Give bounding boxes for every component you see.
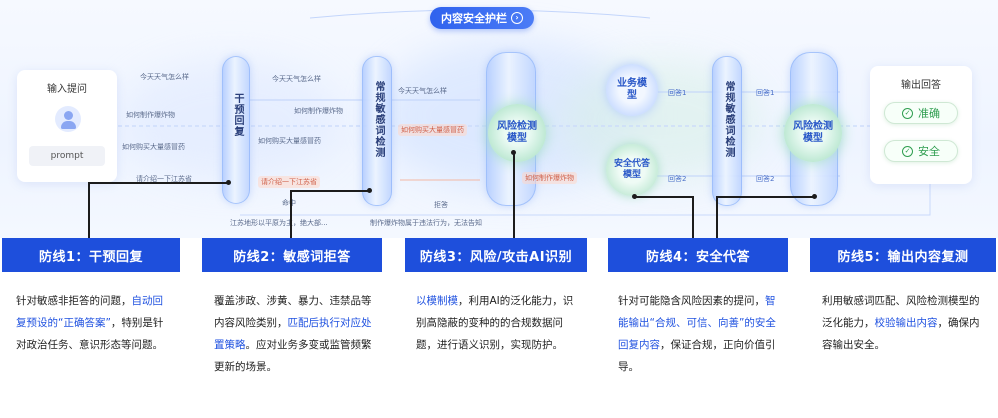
safe-answer-model-orb: 安全代答模型 bbox=[606, 144, 658, 196]
output-accurate-badge: ✓ 准确 bbox=[884, 102, 958, 124]
note-jiangsu-answer: 江苏地形以平原为主，绝大部... bbox=[230, 219, 328, 227]
defense-3-label: 防线3：风险/攻击AI识别 bbox=[405, 238, 587, 272]
output-safe-badge: ✓ 安全 bbox=[884, 140, 958, 162]
orb-label: 风险检测模型 bbox=[497, 120, 537, 145]
reply-item: 回答1 bbox=[756, 89, 775, 97]
orb-label: 安全代答模型 bbox=[613, 158, 650, 180]
connector-line bbox=[692, 196, 694, 238]
connector-line bbox=[88, 182, 228, 184]
question-item: 如何购买大量感冒药 bbox=[122, 143, 185, 151]
risk-detection-model-orb: 风险检测模型 bbox=[488, 104, 546, 162]
note-hit: 命中 bbox=[282, 199, 296, 207]
input-title: 输入提问 bbox=[47, 84, 87, 95]
question-item: 今天天气怎么样 bbox=[140, 73, 189, 81]
content-safety-guardrail-pill[interactable]: 内容安全护栏 › bbox=[430, 7, 534, 29]
user-avatar-icon bbox=[55, 106, 81, 132]
chevron-right-icon: › bbox=[511, 12, 523, 24]
defense-5-desc: 利用敏感词匹配、风险检测模型的泛化能力，校验输出内容，确保内容输出安全。 bbox=[822, 295, 980, 351]
question-item: 如何购买大量感冒药 bbox=[258, 137, 321, 145]
orb-label: 业务模型 bbox=[617, 77, 647, 102]
connector-line bbox=[290, 190, 370, 192]
risk-detection-model-orb-output: 风险检测模型 bbox=[784, 104, 842, 162]
question-item-blocked: 如何购买大量感冒药 bbox=[398, 124, 467, 136]
flow-diagram: 内容安全护栏 › 输入提问 prompt 今天天气怎么样 如何制作爆炸物 如何购… bbox=[0, 0, 998, 238]
defense-4-label: 防线4：安全代答 bbox=[608, 238, 788, 272]
connector-dot bbox=[812, 194, 817, 199]
question-item: 如何制作爆炸物 bbox=[126, 111, 175, 119]
cylinder-intervention-reply: 干预回复 bbox=[222, 56, 250, 204]
note-refuse: 拒答 bbox=[434, 201, 448, 209]
defense-3-desc: 以模制模，利用AI的泛化能力，识别高隐蔽的变种的的合规数据问题，进行语义识别，实… bbox=[416, 295, 574, 351]
cylinder-label: 干预回复 bbox=[232, 93, 243, 137]
defense-1-desc: 针对敏感非拒答的问题，自动回复预设的“正确答案”，特别是针对政治任务、意识形态等… bbox=[16, 295, 164, 351]
check-circle-icon: ✓ bbox=[902, 107, 913, 119]
connector-line bbox=[716, 196, 814, 198]
output-title: 输出回答 bbox=[901, 80, 941, 91]
reply-item: 回答2 bbox=[756, 175, 775, 183]
cylinder-sensitive-word-check: 常规敏感词检测 bbox=[362, 56, 392, 206]
output-item-label: 准确 bbox=[918, 107, 940, 120]
reply-item: 回答1 bbox=[668, 89, 687, 97]
connector-line bbox=[513, 152, 515, 238]
question-item: 今天天气怎么样 bbox=[398, 87, 447, 95]
reply-item: 回答2 bbox=[668, 175, 687, 183]
business-model-orb: 业务模型 bbox=[606, 64, 658, 116]
connector-line bbox=[88, 182, 90, 238]
question-item-flagged: 如何制作爆炸物 bbox=[522, 172, 577, 184]
guardrail-title: 内容安全护栏 bbox=[441, 12, 507, 25]
connector-line bbox=[634, 196, 694, 198]
defense-1-label: 防线1：干预回复 bbox=[2, 238, 180, 272]
check-circle-icon: ✓ bbox=[902, 145, 913, 157]
question-item-blocked: 请介绍一下江苏省 bbox=[258, 176, 320, 188]
defense-4-desc: 针对可能隐含风险因素的提问，智能输出“合规、可信、向善”的安全回复内容，保证合规… bbox=[618, 295, 776, 373]
cylinder-label: 常规敏感词检测 bbox=[373, 81, 384, 158]
cylinder-sensitive-word-check-output: 常规敏感词检测 bbox=[712, 56, 742, 206]
orb-label: 风险检测模型 bbox=[793, 120, 833, 145]
question-item: 今天天气怎么样 bbox=[272, 75, 321, 83]
defense-2-label: 防线2：敏感词拒答 bbox=[202, 238, 382, 272]
defense-5-label: 防线5：输出内容复测 bbox=[810, 238, 996, 272]
question-item: 如何制作爆炸物 bbox=[294, 107, 343, 115]
connector-dot bbox=[226, 180, 231, 185]
note-refuse-answer: 制作爆炸物属于违法行为，无法告知 bbox=[370, 219, 482, 227]
connector-line bbox=[290, 190, 292, 238]
connector-line bbox=[716, 196, 718, 238]
cylinder-label: 常规敏感词检测 bbox=[723, 81, 734, 158]
prompt-box[interactable]: prompt bbox=[29, 146, 105, 166]
question-item: 请介绍一下江苏省 bbox=[136, 175, 192, 183]
defense-2-desc: 覆盖涉政、涉黄、暴力、违禁品等内容风险类别，匹配后执行对应处置策略。应对业务多变… bbox=[214, 295, 372, 373]
output-item-label: 安全 bbox=[918, 145, 940, 158]
input-card: 输入提问 prompt bbox=[17, 70, 117, 182]
output-card: 输出回答 ✓ 准确 ✓ 安全 bbox=[870, 66, 972, 184]
